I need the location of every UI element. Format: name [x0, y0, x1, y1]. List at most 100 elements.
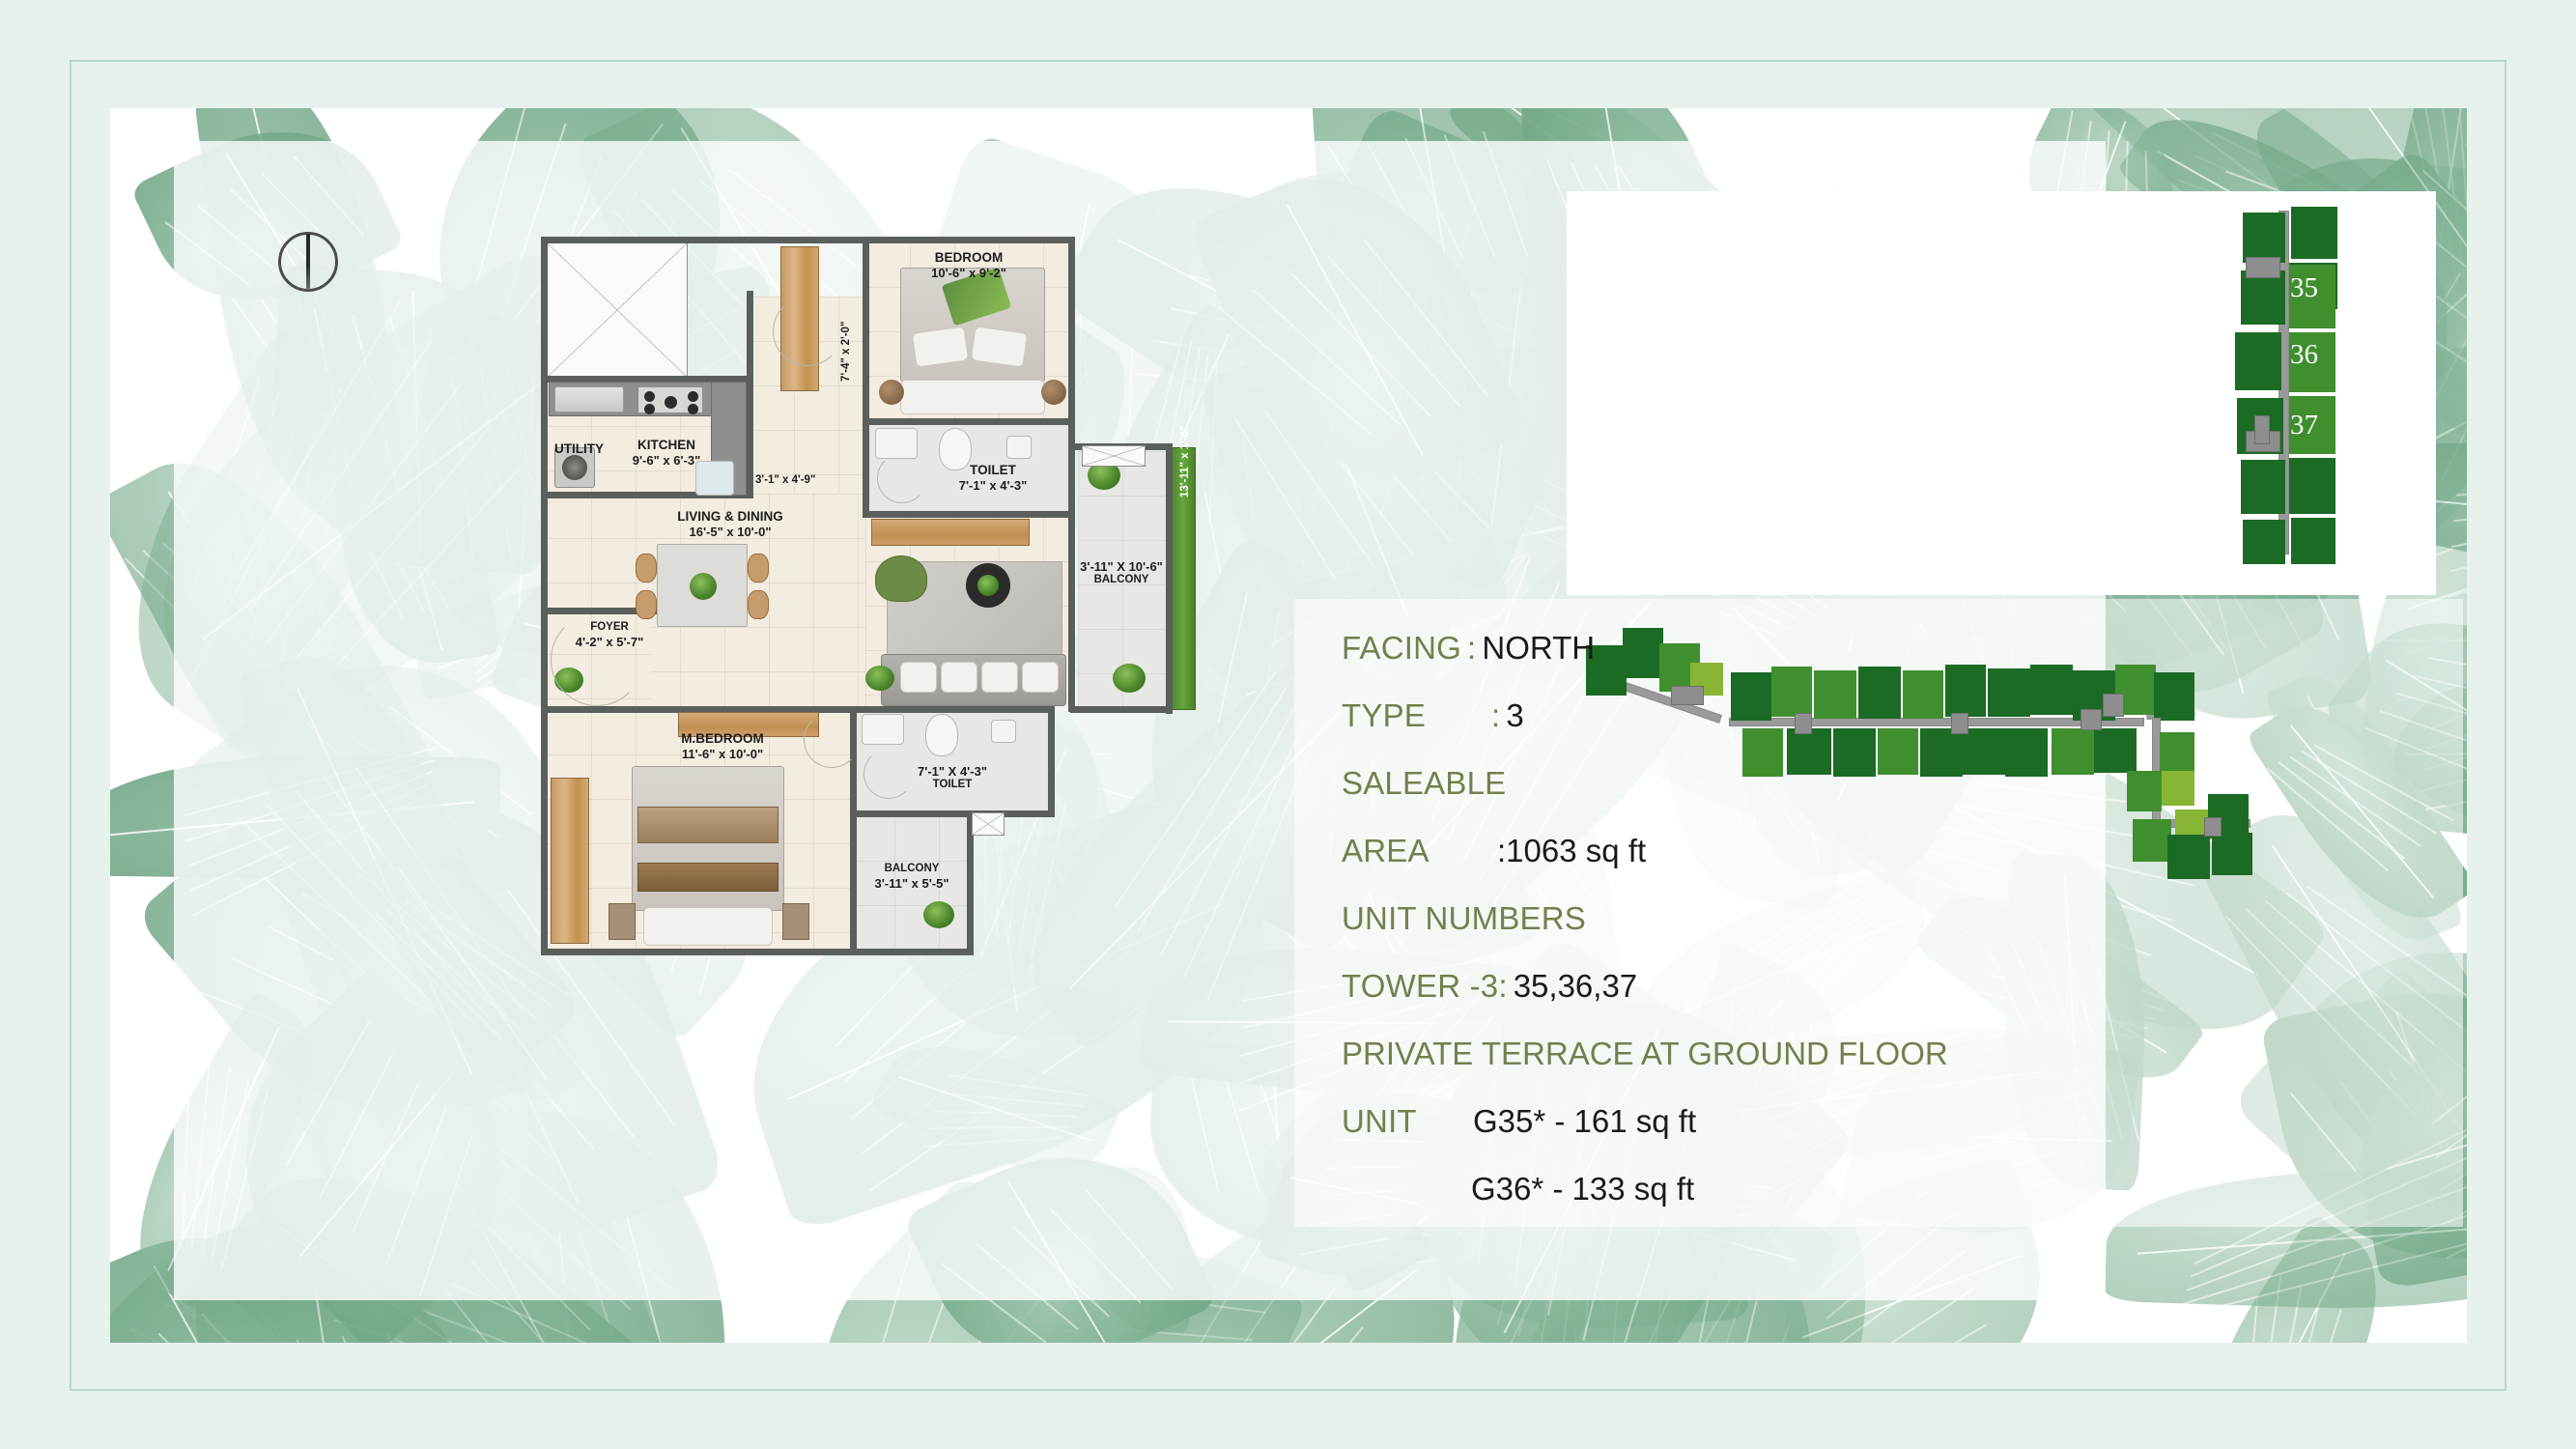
site-core	[2254, 415, 2270, 444]
site-block-leg-0	[2160, 732, 2194, 775]
dining-chair-4	[748, 590, 769, 619]
washing-machine	[554, 447, 595, 488]
wall-balcony-small-bottom	[850, 949, 974, 955]
unit-value-g36: G36* - 133 sq ft	[1471, 1171, 1695, 1207]
site-core	[2103, 694, 2124, 717]
site-block-bottom-6	[2005, 728, 2048, 777]
kitchen-window-unit	[695, 461, 734, 496]
site-block-leg-6	[2167, 835, 2210, 879]
site-block-right-4	[2289, 396, 2335, 454]
unit-info-panel: FACING : NORTH TYPE : 3 SALEABLE AREA :1…	[1342, 630, 2433, 1238]
hob-burner-2	[644, 404, 655, 414]
site-block-top-4	[1903, 670, 1943, 719]
label-kitchen: KITCHEN 9'-6" x 6'-3"	[632, 438, 701, 468]
toilet2-wc	[925, 714, 958, 756]
toilet2-door-swing	[863, 749, 914, 799]
wall-right-upper	[1068, 237, 1075, 712]
hob-burner-3	[665, 396, 677, 409]
master-bed-bench	[637, 863, 778, 892]
dim-wardrobe-bedroom: 7'-4" x 2'-0"	[840, 321, 852, 382]
compass-north-icon	[278, 232, 338, 292]
site-plan-card: 35 36 37	[1567, 191, 2436, 879]
site-block-left-4	[2241, 460, 2285, 514]
toilet1-shower	[1006, 436, 1032, 459]
site-block-bottom-3	[1878, 728, 1918, 775]
sofa-cushion-1	[900, 662, 937, 693]
sofa-cushion-2	[941, 662, 977, 693]
site-block-leg-7	[2212, 833, 2252, 875]
area-label: AREA	[1342, 833, 1430, 868]
bedroom-duvet	[900, 380, 1045, 414]
toilet1-door-swing	[877, 453, 927, 503]
site-block-top-3	[1858, 667, 1901, 719]
site-block-left-1	[2241, 270, 2285, 325]
facing-value: NORTH	[1482, 630, 1596, 666]
bedroom-pillow-2	[970, 326, 1029, 368]
tower-label: TOWER -3:	[1342, 968, 1508, 1004]
site-block-top-1	[1771, 667, 1812, 717]
dining-chair-1	[636, 554, 657, 582]
type-label: TYPE	[1342, 697, 1426, 733]
toilet2-washbasin	[862, 714, 904, 745]
site-unit-marker-35: 35	[2290, 272, 2318, 303]
site-block-top-10	[2154, 672, 2194, 721]
hob-burner-4	[688, 391, 698, 402]
terrace-heading: PRIVATE TERRACE AT GROUND FLOOR	[1342, 1036, 1948, 1071]
dining-chair-3	[748, 554, 769, 582]
site-core	[1671, 686, 1704, 705]
site-block-right-6	[2291, 518, 2335, 564]
master-nightstand-2	[782, 903, 809, 940]
wall-toilet2-bottom	[850, 810, 1055, 817]
label-foyer: FOYER 4'-2" x 5'-7"	[575, 621, 644, 649]
site-block-top-5	[1945, 665, 1986, 717]
balcony-small-floor	[850, 816, 972, 952]
site-block-bottom-4	[1920, 728, 1963, 777]
floor-plan-drawing: UTILITY KITCHEN 9'-6" x 6'-3" BEDROOM 10…	[541, 237, 1196, 1212]
master-duvet	[643, 907, 773, 946]
site-block-right-3	[2289, 332, 2335, 392]
tv-console-living	[871, 519, 1030, 546]
dim-passage: 3'-1" x 4'-9"	[755, 474, 816, 486]
bedroom-door-swing	[773, 297, 842, 366]
balcony-railing-hatch-top	[1082, 445, 1146, 467]
site-core	[2246, 257, 2280, 278]
bedside-table-2	[1041, 380, 1066, 405]
accent-armchair	[875, 555, 927, 602]
area-value: :1063 sq ft	[1497, 833, 1647, 868]
wall-kitchen-top	[541, 376, 753, 383]
bedside-table-1	[879, 380, 904, 405]
wall-top-left	[541, 237, 869, 243]
site-core	[2081, 709, 2102, 730]
label-bedroom: BEDROOM 10'-6" x 9'-2"	[931, 250, 1006, 280]
wall-left-top	[541, 237, 548, 497]
site-block-leg-2	[2127, 771, 2162, 811]
balcony-small-hatch	[972, 812, 1005, 836]
tower-value: 35,36,37	[1513, 968, 1638, 1004]
wall-toilet2-right	[1048, 706, 1055, 817]
wall-kitchen-bottom	[541, 492, 753, 498]
compass-needle	[306, 234, 310, 290]
site-core	[1951, 713, 1968, 734]
site-block-top-6	[1988, 668, 2030, 717]
label-master-bedroom: M.BEDROOM 11'-6" x 10'-0"	[681, 731, 764, 761]
info-row-type: TYPE : 3	[1342, 697, 2433, 765]
wall-mbed-right	[850, 706, 857, 955]
site-block-diag-0	[1586, 645, 1627, 696]
master-nightstand-1	[609, 903, 636, 940]
wall-top-bedroom	[863, 237, 1075, 243]
type-value: 3	[1506, 697, 1524, 733]
wall-v1	[863, 237, 869, 295]
facing-separator: :	[1467, 630, 1477, 666]
label-balcony-main: 3'-11" X 10'-6" BALCONY	[1080, 559, 1163, 586]
wall-mbed-top	[541, 706, 869, 713]
info-row-saleable: SALEABLE	[1342, 765, 2433, 833]
unit-value-g35: G35* - 161 sq ft	[1473, 1103, 1697, 1139]
dining-chair-2	[636, 590, 657, 619]
wall-left-mid	[541, 492, 548, 613]
compass-ring	[278, 232, 338, 292]
type-separator: :	[1491, 697, 1501, 733]
info-row-tower: TOWER -3: 35,36,37	[1342, 968, 2433, 1036]
facing-label: FACING	[1342, 630, 1462, 666]
site-block-leg-1	[2162, 771, 2194, 806]
label-balcony-small: BALCONY 3'-11" x 5'-5"	[874, 863, 949, 891]
